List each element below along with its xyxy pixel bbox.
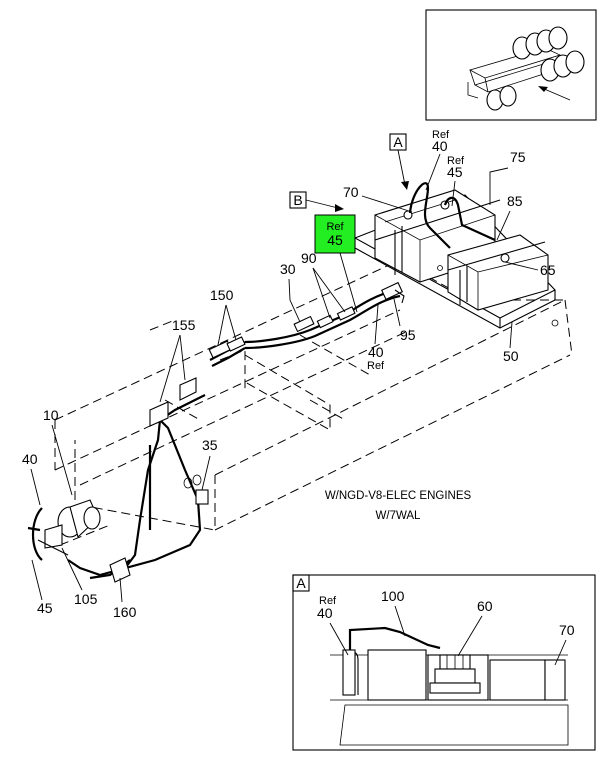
callout-160: 160 [113, 577, 137, 620]
bracket-160 [109, 557, 131, 583]
view-marker-a: A [389, 133, 409, 190]
callout-65: 65 [504, 261, 556, 278]
detail-a-inset: A Ref 40 100 60 [292, 574, 596, 751]
truck-chassis-sketch [467, 26, 585, 111]
detail-callout-60: 60 [457, 598, 493, 657]
svg-text:45: 45 [447, 164, 463, 180]
callout-155: 155 [159, 317, 196, 403]
highlight-ref: Ref [326, 221, 344, 233]
callout-95: 95 [393, 298, 416, 343]
svg-text:90: 90 [301, 250, 317, 266]
detail-callout-ref-40: Ref 40 [317, 595, 349, 656]
svg-text:75: 75 [510, 149, 526, 165]
svg-text:Ref: Ref [447, 155, 465, 167]
svg-text:30: 30 [280, 261, 296, 277]
svg-text:40: 40 [22, 451, 38, 467]
svg-text:Ref: Ref [367, 360, 385, 372]
svg-text:35: 35 [202, 437, 218, 453]
detail-title: A [296, 575, 306, 591]
svg-text:70: 70 [559, 622, 575, 638]
callout-ref-40a: Ref 40 [425, 129, 450, 191]
svg-text:100: 100 [381, 588, 405, 604]
locator-inset [425, 9, 597, 121]
note-line-1: W/NGD-V8-ELEC ENGINES [325, 490, 472, 502]
svg-text:40: 40 [368, 344, 384, 360]
svg-text:160: 160 [113, 604, 137, 620]
callout-ref-40b: 40 Ref [367, 304, 385, 372]
battery-front [447, 234, 549, 311]
svg-text:155: 155 [172, 317, 196, 333]
highlight-callout-45[interactable]: Ref 45 [314, 214, 358, 313]
callout-45c: 45 [31, 559, 53, 616]
battery-cable-40 [408, 182, 451, 249]
connector-90 [336, 306, 356, 321]
callout-70: 70 [343, 184, 413, 213]
svg-text:150: 150 [210, 287, 234, 303]
svg-text:95: 95 [400, 327, 416, 343]
callout-ref-45a: Ref 45 [447, 155, 465, 207]
clip-155 [149, 377, 197, 427]
detail-callout-100: 100 [381, 588, 406, 637]
svg-text:85: 85 [507, 193, 523, 209]
note-line-2: W/7WAL [376, 510, 422, 522]
connector-30 [293, 314, 334, 333]
callout-90: 90 [301, 250, 346, 319]
svg-text:A: A [393, 134, 403, 150]
svg-text:B: B [293, 192, 302, 208]
svg-text:50: 50 [503, 348, 519, 364]
callout-40c: 40 [22, 451, 41, 506]
callout-75: 75 [489, 149, 526, 205]
connector-150 [208, 336, 246, 359]
detail-battery-drawing [330, 626, 569, 746]
engine-note: W/NGD-V8-ELEC ENGINES W/7WAL [325, 490, 472, 522]
main-cable-harness [67, 288, 401, 580]
svg-text:105: 105 [74, 591, 98, 607]
callout-150: 150 [210, 287, 237, 346]
svg-text:65: 65 [540, 262, 556, 278]
svg-text:Ref: Ref [432, 129, 450, 141]
svg-text:40: 40 [432, 138, 448, 154]
connector-35 [183, 474, 209, 505]
highlight-num: 45 [327, 232, 343, 248]
svg-text:45: 45 [37, 600, 53, 616]
highlight-box [314, 214, 356, 254]
starter-motor [27, 499, 101, 561]
callout-10: 10 [43, 407, 73, 496]
terminal-95 [380, 281, 405, 304]
callout-50: 50 [503, 321, 519, 364]
svg-text:70: 70 [343, 184, 359, 200]
svg-text:60: 60 [477, 598, 493, 614]
callout-105: 105 [61, 547, 98, 607]
callout-35: 35 [201, 437, 218, 491]
callout-85: 85 [496, 193, 523, 241]
callouts: 75 85 65 50 70 Ref 40 Ref 45 [22, 129, 556, 620]
battery-hold-down [374, 199, 546, 305]
detail-callout-70: 70 [554, 622, 575, 666]
svg-text:40: 40 [317, 605, 333, 621]
view-marker-b: B [289, 191, 344, 212]
svg-text:Ref: Ref [319, 595, 337, 607]
callout-30: 30 [280, 261, 301, 323]
svg-text:10: 10 [43, 407, 59, 423]
